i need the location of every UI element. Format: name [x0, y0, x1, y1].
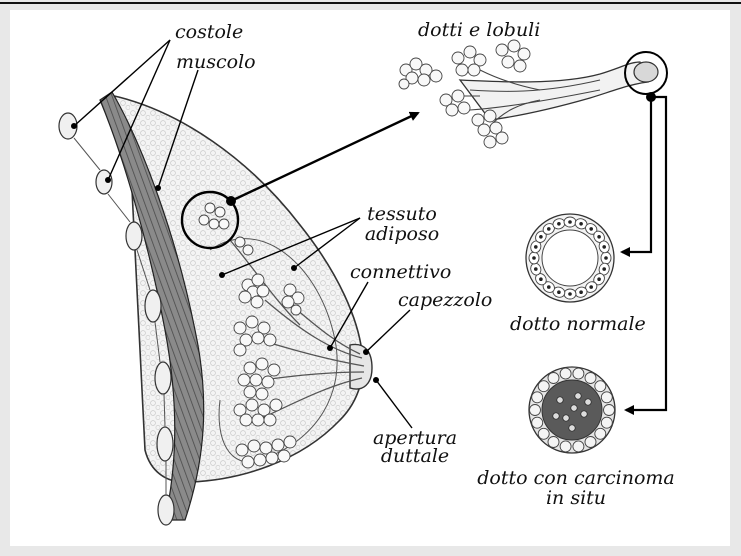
epithelial-cell — [595, 428, 606, 439]
cell-nucleus — [539, 277, 543, 281]
tumor-cell — [585, 399, 591, 405]
epithelial-cell — [601, 392, 612, 403]
label-tessuto-line1: tessuto — [362, 204, 442, 224]
tumor-cell — [575, 393, 581, 399]
tumor-cell — [569, 425, 575, 431]
arrow-to-carcinoma-duct — [626, 97, 666, 410]
cell-nucleus — [547, 227, 551, 231]
tumor-cell — [563, 415, 569, 421]
label-adiposo-line2: adiposo — [362, 224, 442, 244]
cell-nucleus — [597, 235, 601, 239]
tumor-cell — [571, 405, 577, 411]
cell-nucleus — [534, 267, 538, 271]
carcinoma-duct-cross-section — [529, 367, 615, 453]
label-capezzolo: capezzolo — [398, 290, 492, 310]
epithelial-cell — [532, 392, 543, 403]
cell-nucleus — [568, 220, 572, 224]
epithelial-cell — [573, 441, 584, 452]
epithelial-cell — [538, 381, 549, 392]
cell-nucleus — [532, 256, 536, 260]
epithelial-cell — [548, 437, 559, 448]
label-muscolo: muscolo — [176, 52, 256, 72]
label-duttale-line2: duttale — [370, 446, 460, 466]
epithelial-cell — [585, 373, 596, 384]
cell-nucleus — [557, 222, 561, 226]
epithelial-cell — [560, 368, 571, 379]
epithelial-cell — [573, 368, 584, 379]
tumor-cell — [557, 397, 563, 403]
epithelial-cell — [601, 417, 612, 428]
label-costole: costole — [175, 22, 243, 42]
cell-nucleus — [557, 290, 561, 294]
label-carcinoma-line2: in situ — [470, 488, 682, 508]
cell-nucleus — [547, 285, 551, 289]
epithelial-cell — [560, 441, 571, 452]
cell-nucleus — [589, 227, 593, 231]
ducts-lobules-detail — [399, 40, 667, 148]
epithelial-cell — [595, 381, 606, 392]
cell-nucleus — [534, 245, 538, 249]
zoom-arrow — [231, 113, 418, 201]
tumor-cell — [581, 411, 587, 417]
cell-nucleus — [579, 290, 583, 294]
cell-nucleus — [602, 267, 606, 271]
cell-nucleus — [597, 277, 601, 281]
cell-nucleus — [602, 245, 606, 249]
epithelial-cell — [548, 373, 559, 384]
cell-nucleus — [604, 256, 608, 260]
label-dotto-normale: dotto normale — [510, 314, 646, 334]
cell-nucleus — [539, 235, 543, 239]
arrow-to-normal-duct — [622, 97, 651, 252]
label-connettivo: connettivo — [350, 262, 451, 282]
cell-nucleus — [568, 292, 572, 296]
epithelial-cell — [538, 428, 549, 439]
breast-cross-section — [100, 92, 372, 520]
cell-nucleus — [579, 222, 583, 226]
tumor-cell — [553, 413, 559, 419]
normal-duct-cross-section — [526, 214, 614, 302]
epithelial-cell — [585, 437, 596, 448]
epithelial-cell — [530, 405, 541, 416]
label-dotti-e-lobuli: dotti e lobuli — [418, 20, 540, 40]
label-carcinoma-line1: dotto con carcinoma — [470, 468, 682, 488]
cell-nucleus — [589, 285, 593, 289]
epithelial-cell — [604, 405, 615, 416]
epithelial-cell — [532, 417, 543, 428]
